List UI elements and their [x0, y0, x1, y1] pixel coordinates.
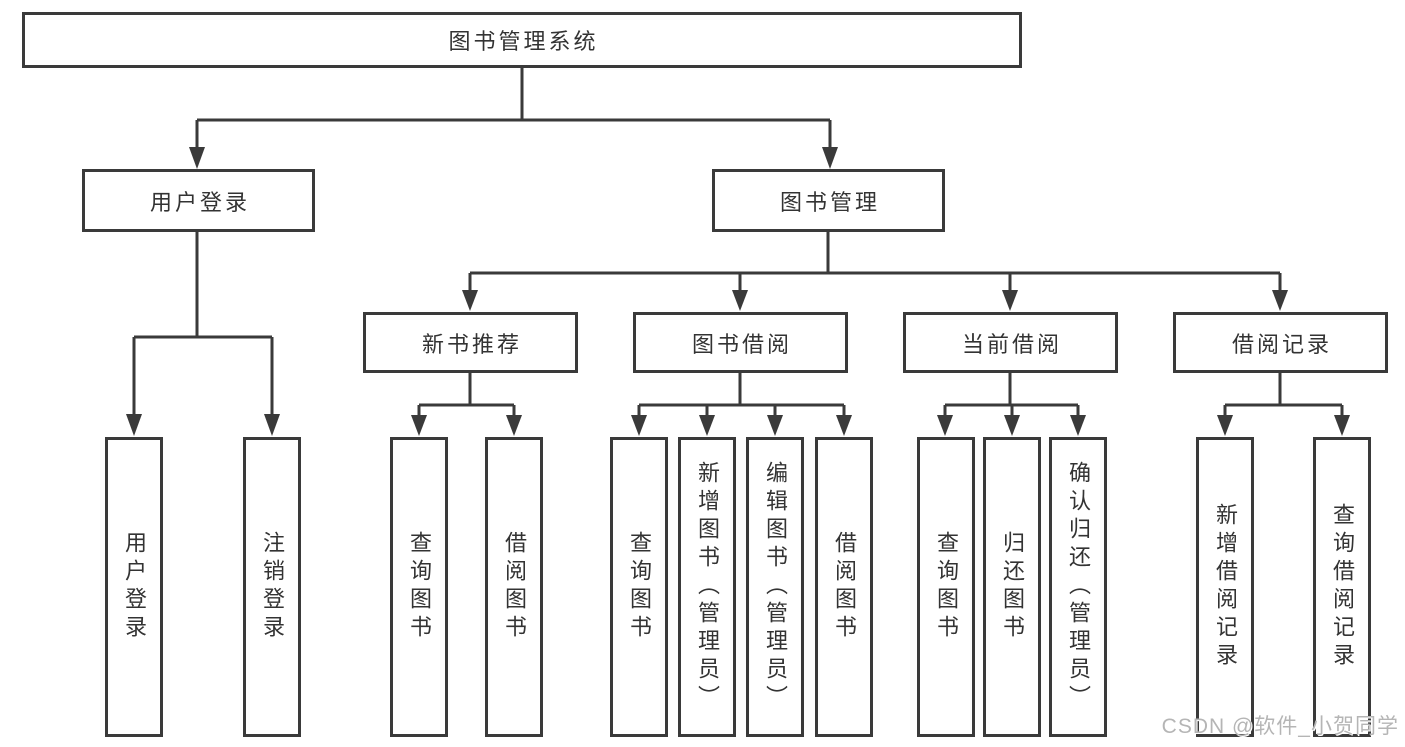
- leaf-return-book: 归还图书: [983, 437, 1041, 737]
- node-book-management-label: 图书管理: [779, 189, 880, 215]
- node-current-borrow-label: 当前借阅: [961, 331, 1062, 357]
- node-book-management: 图书管理: [712, 169, 945, 232]
- node-current-borrow: 当前借阅: [903, 312, 1118, 373]
- leaf-borrow-books-recommend-label: 借阅图书: [502, 531, 527, 643]
- node-book-borrow: 图书借阅: [633, 312, 848, 373]
- arrowheads: [126, 147, 1350, 436]
- leaf-return-book-label: 归还图书: [1000, 531, 1025, 643]
- leaf-query-borrow-record-label: 查询借阅记录: [1330, 503, 1355, 671]
- leaf-logout: 注销登录: [243, 437, 301, 737]
- leaf-query-books-recommend-label: 查询图书: [407, 531, 432, 643]
- csdn-watermark: CSDN @软件_小贺同学: [1161, 715, 1399, 738]
- node-new-book-recommend-label: 新书推荐: [421, 331, 522, 357]
- leaf-borrow-books-borrow-label: 借阅图书: [832, 531, 857, 643]
- node-book-borrow-label: 图书借阅: [691, 331, 792, 357]
- leaf-borrow-books-borrow: 借阅图书: [815, 437, 873, 737]
- leaf-add-borrow-record-label: 新增借阅记录: [1213, 503, 1238, 671]
- leaf-add-borrow-record: 新增借阅记录: [1196, 437, 1254, 737]
- leaf-add-book-admin: 新增图书（管理员）: [678, 437, 736, 737]
- leaf-borrow-books-recommend: 借阅图书: [485, 437, 543, 737]
- node-borrow-records-label: 借阅记录: [1231, 331, 1332, 357]
- leaf-edit-book-admin-label: 编辑图书（管理员）: [763, 461, 788, 713]
- leaf-query-books-current: 查询图书: [917, 437, 975, 737]
- leaf-query-books-current-label: 查询图书: [934, 531, 959, 643]
- node-borrow-records: 借阅记录: [1173, 312, 1388, 373]
- node-new-book-recommend: 新书推荐: [363, 312, 578, 373]
- leaf-logout-label: 注销登录: [260, 531, 285, 643]
- leaf-edit-book-admin: 编辑图书（管理员）: [746, 437, 804, 737]
- node-root-system: 图书管理系统: [22, 12, 1022, 68]
- leaf-query-books-borrow: 查询图书: [610, 437, 668, 737]
- node-root-system-label: 图书管理系统: [448, 29, 599, 54]
- leaf-confirm-return-admin-label: 确认归还（管理员）: [1066, 461, 1091, 713]
- leaf-query-books-recommend: 查询图书: [390, 437, 448, 737]
- leaf-query-borrow-record: 查询借阅记录: [1313, 437, 1371, 737]
- leaf-query-books-borrow-label: 查询图书: [627, 531, 652, 643]
- leaf-add-book-admin-label: 新增图书（管理员）: [695, 461, 720, 713]
- leaf-confirm-return-admin: 确认归还（管理员）: [1049, 437, 1107, 737]
- leaf-user-login-label: 用户登录: [122, 531, 147, 643]
- node-user-login: 用户登录: [82, 169, 315, 232]
- node-user-login-label: 用户登录: [149, 189, 250, 215]
- leaf-user-login: 用户登录: [105, 437, 163, 737]
